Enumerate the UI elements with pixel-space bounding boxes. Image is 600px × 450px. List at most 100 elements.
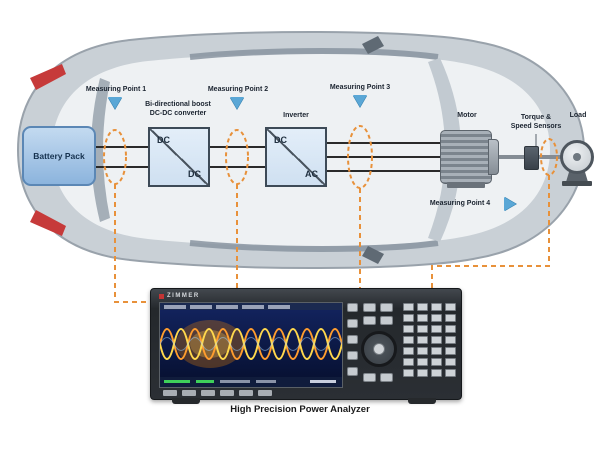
analyzer-button [363, 373, 376, 382]
analyzer-button [380, 303, 393, 312]
analyzer-button [445, 358, 456, 366]
battery-pack: Battery Pack [22, 126, 96, 186]
converter-output-label: DC [188, 169, 201, 179]
analyzer-softkey [347, 303, 358, 312]
measuring-point-1-label: Measuring Point 1 [85, 86, 147, 93]
measuring-point-4-label: Measuring Point 4 [429, 200, 491, 207]
analyzer-button [403, 358, 414, 366]
probe-lines [114, 175, 550, 303]
analyzer-button [403, 303, 414, 311]
measuring-point-2-marker-icon [230, 97, 244, 109]
analyzer-function-key [182, 390, 196, 396]
inverter-output-label: AC [305, 169, 318, 179]
load-base [562, 181, 592, 186]
analyzer-key-grid [403, 303, 456, 377]
load-stand [566, 171, 588, 182]
inverter: DC AC [265, 127, 327, 187]
analyzer-function-key [239, 390, 253, 396]
analyzer-button [417, 369, 428, 377]
analyzer-button [431, 303, 442, 311]
analyzer-button [363, 316, 376, 325]
analyzer-button [431, 336, 442, 344]
analyzer-mini-buttons [363, 303, 393, 325]
analyzer-function-key [258, 390, 272, 396]
analyzer-lower-buttons [363, 373, 393, 382]
analyzer-softkey [347, 351, 358, 360]
analyzer-button [445, 314, 456, 322]
analyzer-button [403, 369, 414, 377]
torque-speed-sensor [524, 146, 539, 170]
measuring-point-3-label: Measuring Point 3 [329, 84, 391, 91]
analyzer-button [403, 336, 414, 344]
converter-input-label: DC [157, 135, 170, 145]
tail-light-left-top [30, 64, 66, 90]
analyzer-function-key [201, 390, 215, 396]
converter-title: Bi-directional boost DC-DC converter [118, 101, 238, 119]
analyzer-button [417, 325, 428, 333]
converter-title-line1: Bi-directional boost [145, 101, 211, 108]
analyzer-button [431, 369, 442, 377]
analyzer-foot-left [172, 398, 200, 404]
motor-body [440, 130, 492, 184]
analyzer-button [431, 314, 442, 322]
analyzer-button [445, 347, 456, 355]
battery-pack-label: Battery Pack [33, 151, 85, 161]
side-window-top [189, 48, 439, 60]
analyzer-button [445, 303, 456, 311]
waveform-aux [160, 337, 342, 351]
measuring-point-4-marker-icon [504, 197, 516, 211]
analyzer-button [445, 325, 456, 333]
analyzer-function-keys [163, 390, 272, 396]
analyzer-button [431, 358, 442, 366]
waveform-display [160, 303, 342, 387]
measuring-point-1-marker-icon [108, 97, 122, 109]
analyzer-brand: ZIMMER [167, 293, 200, 299]
measuring-point-2-label: Measuring Point 2 [207, 86, 269, 93]
analyzer-button [380, 316, 393, 325]
probe-line-1 [114, 184, 150, 303]
analyzer-dpad-center-button [373, 343, 385, 355]
side-mirror-bottom [362, 246, 384, 264]
dc-dc-converter: DC DC [148, 127, 210, 187]
analyzer-button [417, 314, 428, 322]
power-analyzer: ZIMMER [150, 288, 462, 400]
motor-base [447, 182, 485, 188]
brand-logo-icon [159, 293, 164, 299]
analyzer-function-key [220, 390, 234, 396]
load-hub [573, 153, 581, 161]
analyzer-button [403, 325, 414, 333]
windshield [428, 58, 461, 242]
analyzer-button [403, 314, 414, 322]
waveform-orange [160, 328, 342, 360]
waveform-yellow [160, 328, 342, 360]
analyzer-softkey [347, 367, 358, 376]
analyzer-softkey [347, 335, 358, 344]
analyzer-button [380, 373, 393, 382]
analyzer-button [363, 303, 376, 312]
rear-window [91, 78, 110, 222]
converter-title-line2: DC-DC converter [149, 109, 207, 117]
screen-menu-tabs [164, 305, 290, 309]
motor-endcap [488, 139, 499, 175]
inverter-title: Inverter [283, 112, 309, 119]
analyzer-brand-row: ZIMMER [159, 291, 200, 301]
tail-light-left-bottom [30, 210, 66, 236]
analyzer-softkey [347, 319, 358, 328]
analyzer-button [417, 347, 428, 355]
analyzer-button [417, 336, 428, 344]
analyzer-button [445, 369, 456, 377]
analyzer-button [417, 303, 428, 311]
sensors-label-line2: Speed Sensors [510, 122, 562, 130]
analyzer-softkeys [347, 303, 358, 376]
analyzer-screen [159, 302, 343, 388]
analyzer-caption: High Precision Power Analyzer [230, 404, 370, 415]
screen-status-bar [164, 380, 336, 383]
sensors-label-line1: Torque & [520, 114, 552, 121]
side-window-bottom [189, 240, 439, 252]
analyzer-button [403, 347, 414, 355]
analyzer-button [431, 347, 442, 355]
analyzer-foot-right [408, 398, 436, 404]
measuring-point-3-marker-icon [353, 95, 367, 107]
inverter-input-label: DC [274, 135, 287, 145]
